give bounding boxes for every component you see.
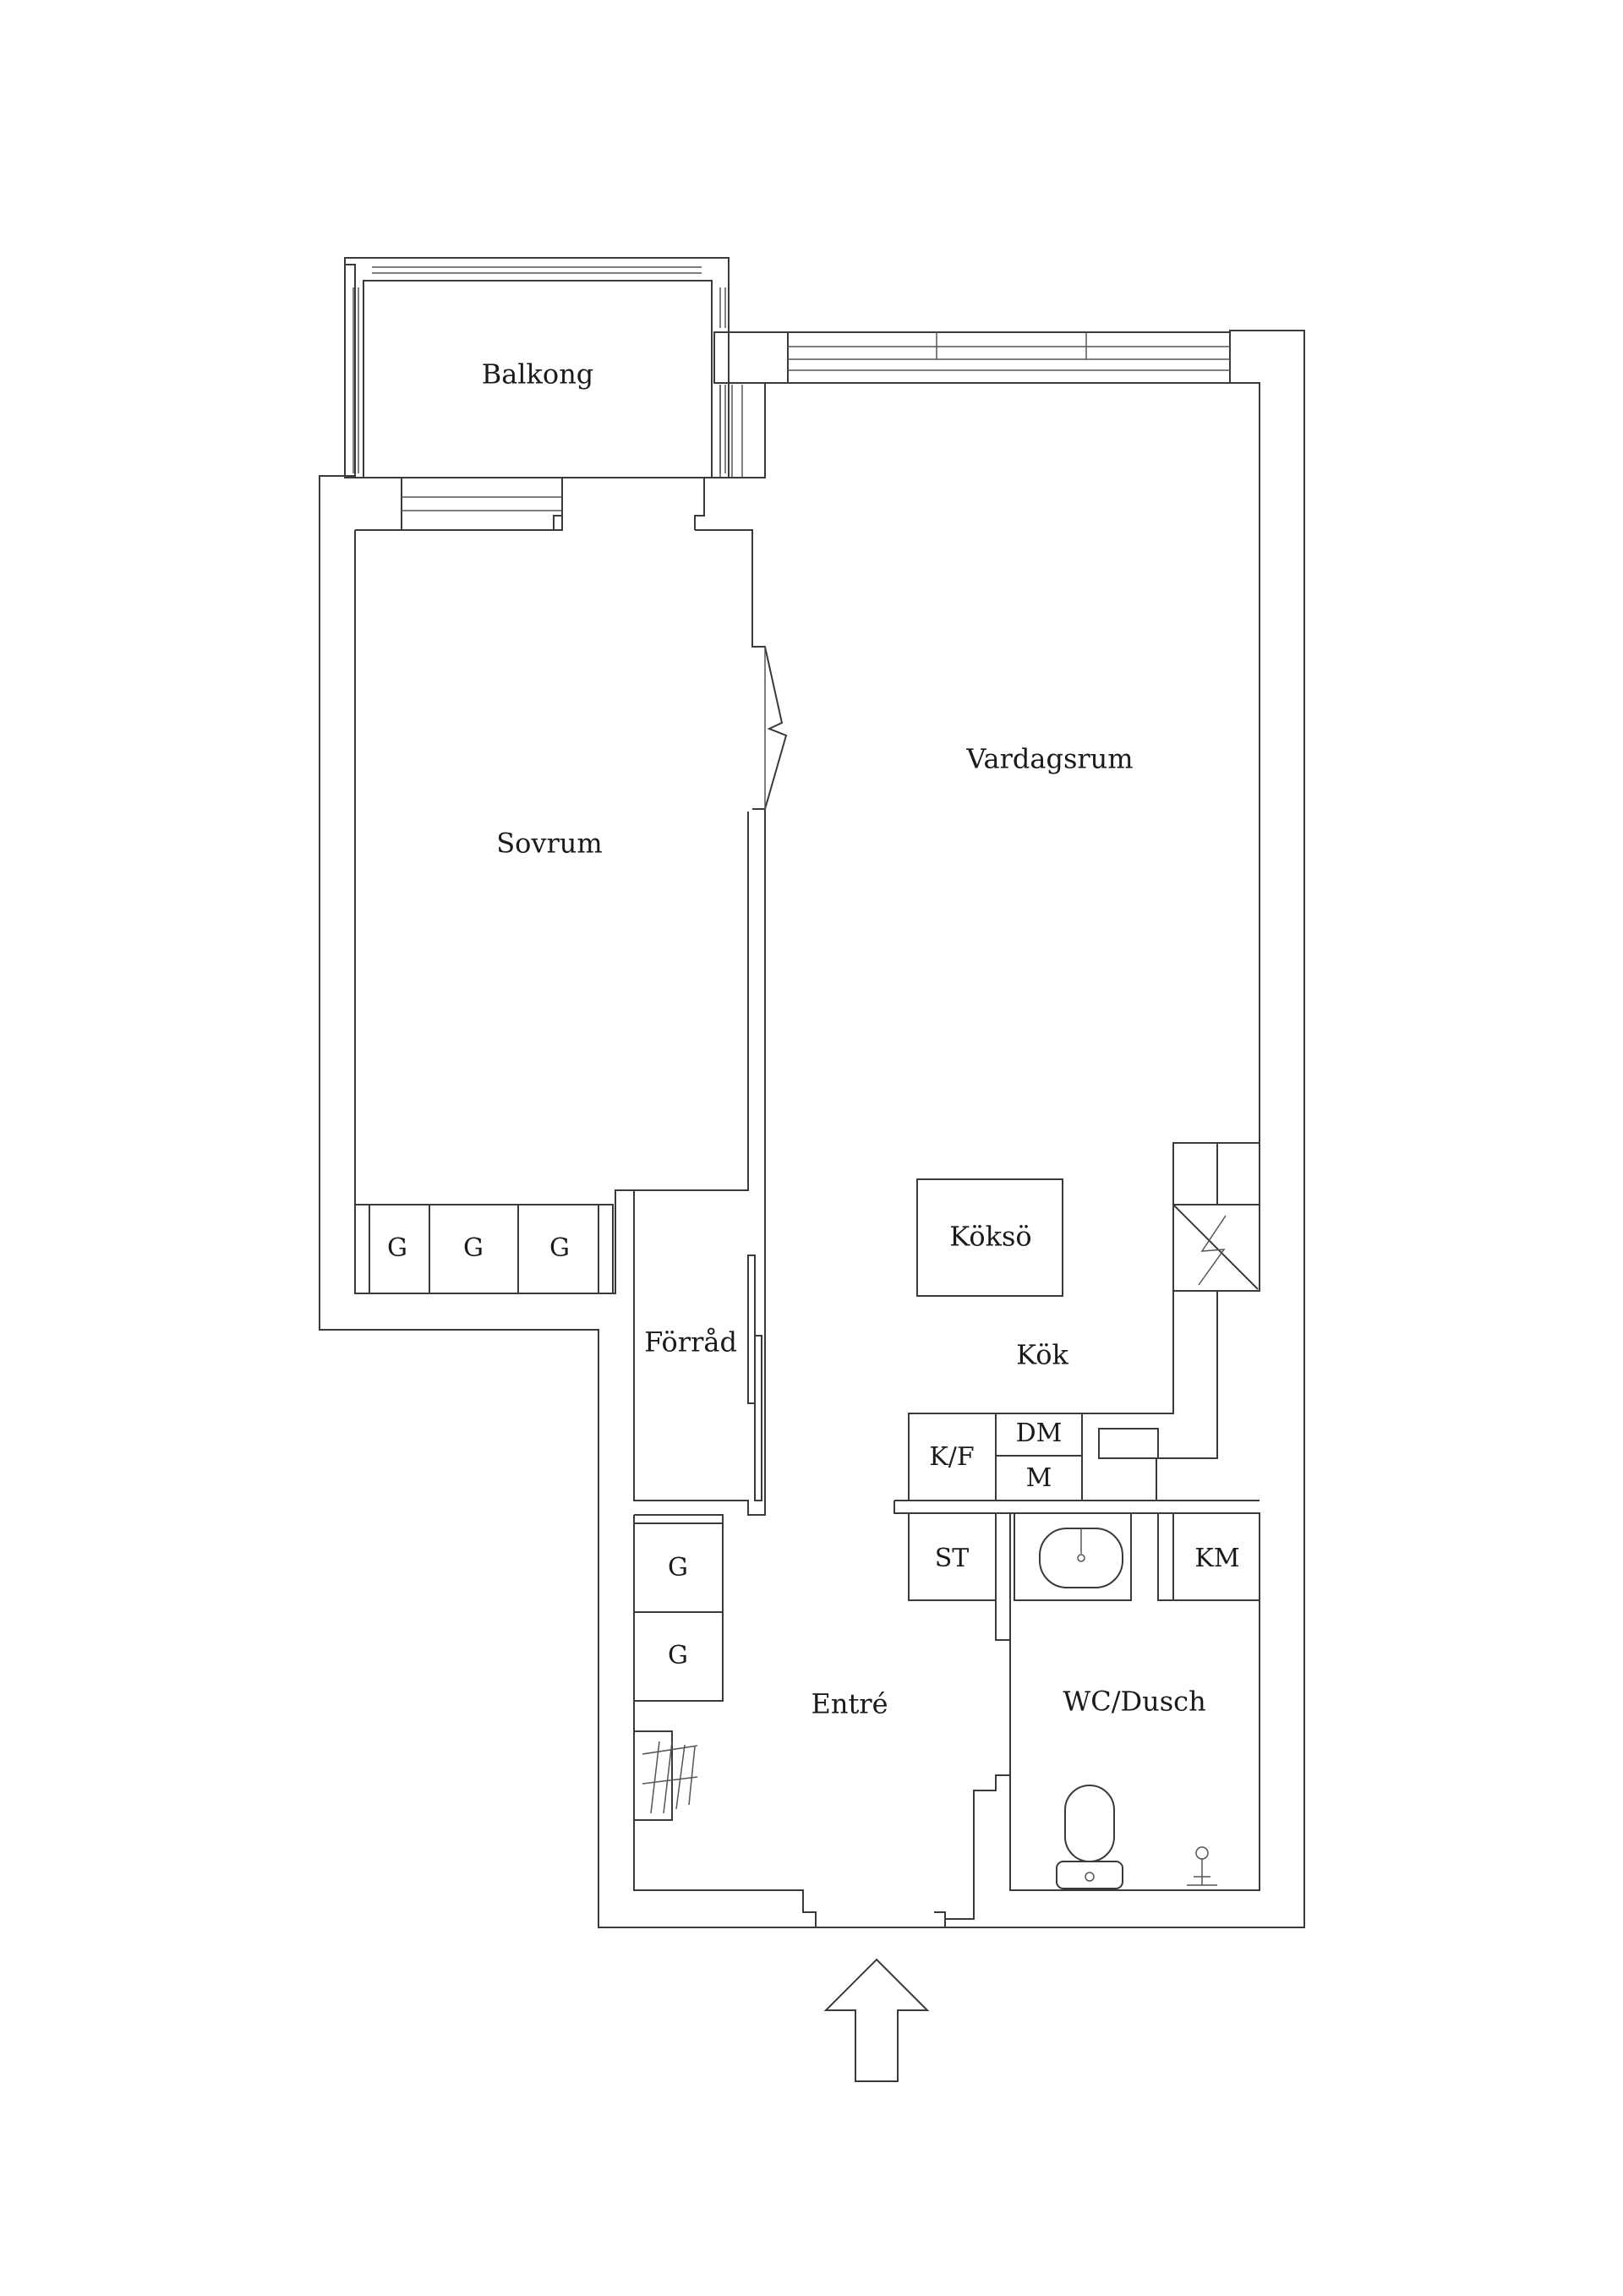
sink [1014, 1512, 1132, 1601]
kitchen-island-label: Köksö [949, 1221, 1031, 1253]
microwave-label: M [1026, 1463, 1052, 1493]
kitchen-counter-line [1082, 1291, 1218, 1501]
kitchen-counter-right [1172, 1142, 1260, 1292]
outer-wall [319, 257, 1305, 1928]
wardrobe-label: G [668, 1553, 688, 1583]
entrance-arrow [823, 1958, 930, 2082]
washing-machine [1157, 1512, 1260, 1601]
shoe-rack [633, 1730, 698, 1821]
bath-door-jamb [944, 1774, 1010, 1927]
dishwasher-label: DM [1016, 1419, 1063, 1448]
shower [1187, 1846, 1217, 1886]
bedroom-wardrobes [354, 1204, 614, 1294]
kitchen-island [916, 1178, 1063, 1297]
wardrobe-label: G [463, 1233, 484, 1263]
wardrobe-label: G [549, 1233, 570, 1263]
toilet [1056, 1785, 1123, 1889]
storage-walls [633, 1189, 766, 1516]
washing-machine-label: KM [1194, 1544, 1239, 1573]
wardrobe-label: G [387, 1233, 407, 1263]
balcony-label: Balkong [482, 358, 594, 391]
living-window [787, 331, 1231, 384]
living-room-label: Vardagsrum [965, 743, 1133, 775]
bedroom-door [752, 646, 788, 810]
bedroom-label: Sovrum [496, 828, 603, 860]
wardrobe-label: G [668, 1641, 688, 1670]
kitchen-label: Kök [1016, 1339, 1068, 1371]
storage-sliding-door [747, 1255, 762, 1501]
drying-cabinet [908, 1512, 997, 1601]
storage-label: Förråd [644, 1326, 737, 1358]
hall-bath-wall [893, 1500, 1260, 1514]
hall-label: Entré [811, 1688, 888, 1720]
bedroom-walls [354, 478, 749, 1294]
living-room-walls [765, 382, 1260, 1143]
drying-cabinet-label: ST [935, 1544, 970, 1573]
hall-wardrobes [633, 1522, 724, 1702]
bathroom-label: WC/Dusch [1063, 1686, 1205, 1718]
fridge-freezer-label: K/F [929, 1442, 974, 1472]
balcony-door [401, 477, 563, 531]
bedroom-right-wall [695, 383, 766, 1190]
